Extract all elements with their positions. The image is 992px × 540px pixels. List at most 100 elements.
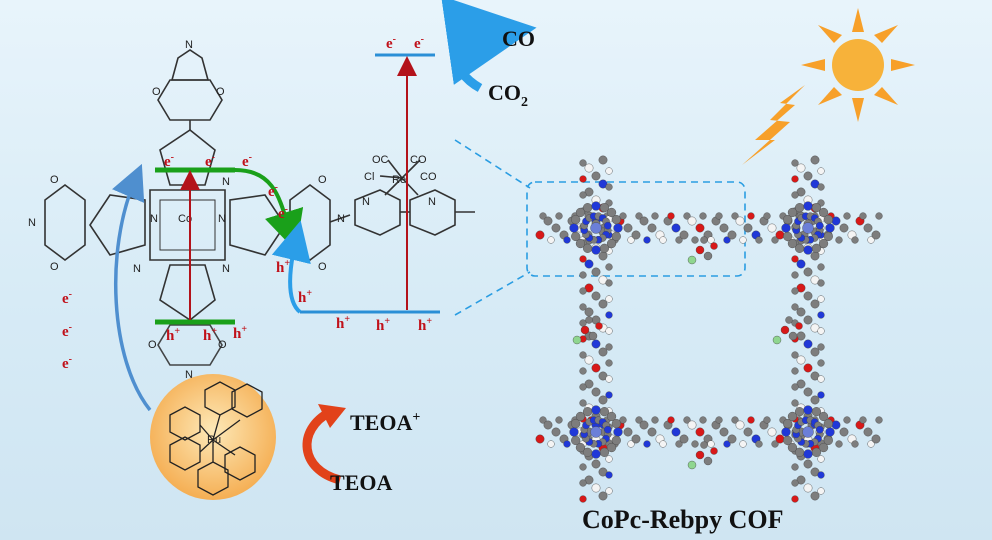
- atom-ball: [667, 416, 675, 424]
- charge-labels: e- e- e- e- e- e- e- e- e- e- h+ h+ h+ h…: [62, 34, 432, 372]
- atom-ball: [783, 214, 793, 225]
- atom-ball: [611, 418, 621, 429]
- atom-ball: [575, 207, 586, 218]
- atom-ball: [571, 418, 581, 429]
- atom-ball: [788, 331, 798, 341]
- atom-ball: [619, 212, 627, 220]
- atom-ball: [817, 167, 825, 175]
- atom-ball: [803, 315, 813, 325]
- ru-photosensitizer: Ru: [150, 374, 276, 500]
- oxygen-atom: O: [216, 86, 225, 98]
- atom-ball: [695, 450, 705, 460]
- atom-ball: [598, 347, 608, 357]
- atom-ball: [579, 271, 587, 279]
- atom-ball: [735, 420, 745, 430]
- atom-ball: [605, 455, 613, 463]
- atom-ball: [794, 243, 805, 253]
- lightning-icon: [742, 85, 805, 165]
- atom-ball: [791, 175, 799, 183]
- atom-ball: [723, 236, 731, 244]
- atom-ball: [707, 440, 715, 448]
- atom-ball: [585, 316, 593, 324]
- atom-ball: [598, 491, 608, 501]
- atom-ball: [803, 201, 813, 211]
- atom-ball: [584, 355, 594, 365]
- atom-ball: [817, 343, 825, 351]
- nitrogen-atom: N: [28, 217, 36, 229]
- atom-ball: [843, 416, 851, 424]
- atom-ball: [811, 447, 822, 457]
- atom-ball: [582, 243, 593, 253]
- atom-ball: [791, 303, 799, 311]
- atom-ball: [569, 427, 579, 437]
- hole-label: h+: [276, 258, 290, 276]
- atom-ball: [605, 359, 613, 367]
- atom-ball: [810, 155, 820, 165]
- electron-label: e-: [386, 34, 396, 52]
- atom-ball: [803, 267, 813, 277]
- atom-ball: [591, 245, 601, 255]
- atom-ball: [719, 223, 729, 233]
- atom-ball: [817, 455, 825, 463]
- oxygen-atom: O: [152, 86, 161, 98]
- co-product-label: CO: [502, 26, 535, 51]
- atom-ball: [535, 434, 545, 444]
- cobalt-center-label: Co: [178, 213, 192, 225]
- nitrogen-atom: N: [222, 263, 230, 275]
- energy-diagram: [112, 53, 440, 412]
- atom-ball: [695, 245, 705, 255]
- atom-ball: [571, 214, 581, 225]
- atom-ball: [823, 418, 833, 429]
- atom-ball: [579, 191, 587, 199]
- atom-ball: [810, 251, 820, 261]
- atom-ball: [584, 259, 594, 269]
- atom-ball: [579, 287, 587, 295]
- atom-ball: [579, 303, 587, 311]
- atom-ball: [791, 479, 799, 487]
- electron-transfer-arrow: [234, 168, 304, 252]
- atom-ball: [691, 440, 699, 448]
- atom-ball: [572, 335, 582, 345]
- atom-ball: [795, 322, 803, 330]
- structure-atoms: O O N O O N O O O O N N N N N N N Co Re …: [28, 39, 437, 381]
- atom-ball: [606, 442, 617, 453]
- atom-ball: [647, 427, 657, 437]
- atom-ball: [579, 367, 587, 375]
- atom-ball: [580, 325, 590, 335]
- atom-ball: [772, 335, 782, 345]
- atom-ball: [796, 307, 806, 317]
- atom-ball: [794, 407, 805, 417]
- atom-ball: [787, 207, 798, 218]
- hole-label: h+: [298, 288, 312, 306]
- atom-ball: [791, 367, 799, 375]
- atom-ball: [579, 175, 587, 183]
- atom-ball: [539, 416, 547, 424]
- atom-ball: [605, 263, 613, 271]
- atom-ball: [535, 230, 545, 240]
- atom-ball: [579, 479, 587, 487]
- atom-ball: [603, 425, 612, 434]
- atom-ball: [631, 434, 641, 444]
- atom-ball: [803, 405, 813, 415]
- co2-reduction: CO CO2: [441, 0, 537, 110]
- atom-ball: [599, 407, 610, 417]
- atom-ball: [818, 411, 829, 422]
- atom-ball: [700, 441, 708, 449]
- atom-ball: [739, 236, 747, 244]
- atom-ball: [755, 440, 763, 448]
- atom-ball: [747, 212, 755, 220]
- atom-ball: [817, 471, 825, 479]
- hole-label: h+: [203, 326, 217, 344]
- atom-ball: [867, 440, 875, 448]
- atom-ball: [671, 223, 681, 233]
- atom-ball: [823, 435, 833, 446]
- rhenium-center-label: Re: [392, 174, 406, 186]
- atom-ball: [675, 440, 683, 448]
- atom-ball: [791, 287, 799, 295]
- atom-ball: [743, 223, 753, 233]
- atom-ball: [651, 416, 659, 424]
- atom-ball: [719, 427, 729, 437]
- atom-ball: [591, 171, 601, 181]
- atom-ball: [582, 447, 593, 457]
- atom-ball: [619, 416, 627, 424]
